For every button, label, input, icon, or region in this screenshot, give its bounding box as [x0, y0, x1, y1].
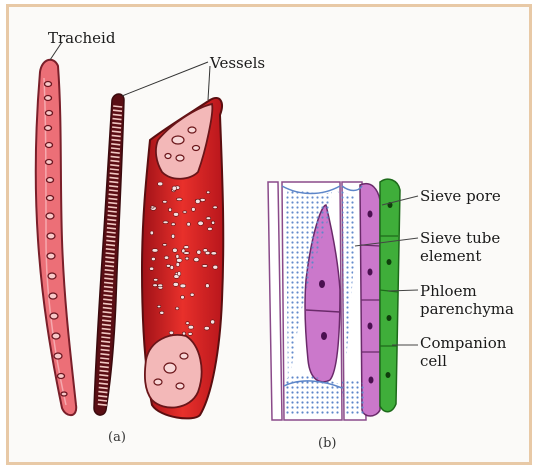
phloem-parenchyma-label-line1: Phloem [420, 283, 477, 300]
panel-a-caption: (a) [108, 430, 126, 445]
vessels-leader-1 [122, 62, 208, 96]
vessel-narrow [94, 94, 124, 415]
phloem-tissue [268, 179, 400, 420]
tracheid-label: Tracheid [48, 30, 115, 47]
panel-b-caption: (b) [318, 436, 336, 451]
phloem-parenchyma-label-line2: parenchyma [420, 301, 514, 318]
sieve-tube-label-line1: Sieve tube [420, 230, 500, 247]
vessels-label: Vessels [210, 55, 265, 72]
companion-cell-label-line1: Companion [420, 335, 506, 352]
sieve-tube-label-line2: element [420, 248, 481, 265]
sieve-pore-label: Sieve pore [420, 188, 501, 205]
tracheid-cell [36, 60, 76, 415]
companion-cell-label-line2: cell [420, 353, 447, 370]
vessel-wide [142, 98, 223, 418]
